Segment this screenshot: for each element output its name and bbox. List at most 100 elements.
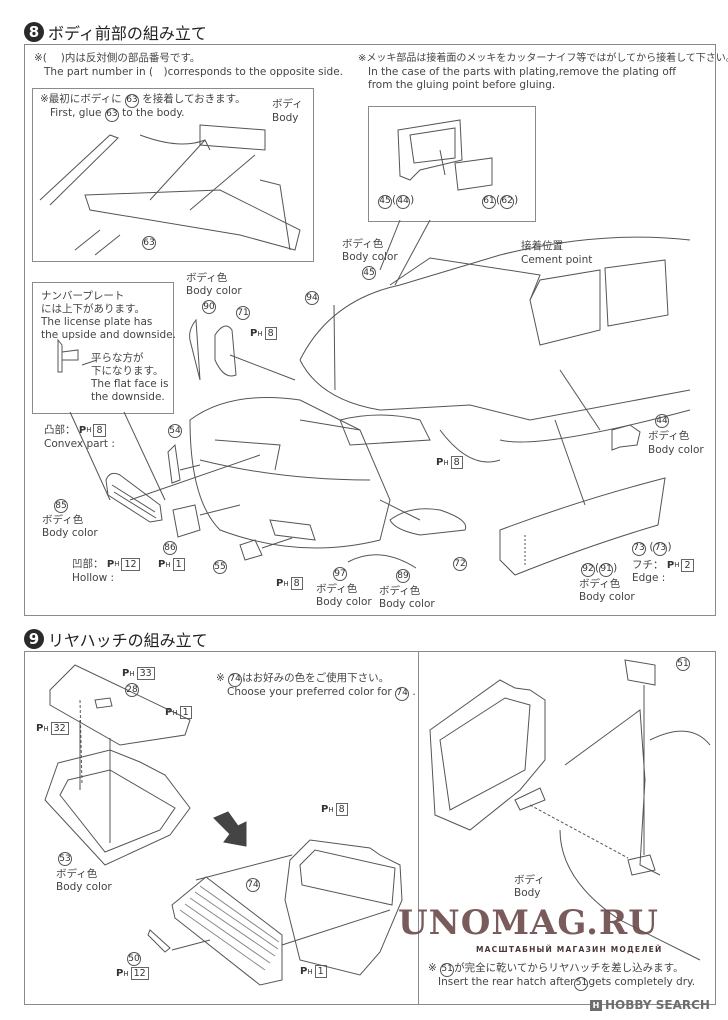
paint-prefix: P (106, 559, 115, 570)
paint-prefix: P (276, 578, 284, 589)
insert-en-prefix: Insert the rear hatch after (438, 976, 575, 988)
body-color-90-jp: ボディ色 (186, 272, 228, 284)
part-number: 51 (440, 962, 455, 977)
part-85: 85 (54, 499, 68, 513)
mirror-part-45: 45(44) (378, 194, 414, 209)
paint-sub: H (674, 561, 680, 569)
plating-note-en-1: In the case of the parts with plating,re… (368, 66, 676, 78)
cement-point-en: Cement point (521, 254, 593, 266)
paint-prefix: P (436, 457, 444, 468)
body-color-89-jp: ボディ色 (379, 585, 421, 597)
flat-jp-1: 平らな方が (91, 352, 144, 364)
body-color-97-en: Body color (316, 596, 372, 608)
opposite-note-jp: ※( )内は反対側の部品番号です。 (34, 52, 201, 64)
paint-code: 12 (130, 967, 149, 980)
paint-code: 1 (179, 706, 192, 719)
paint-sub: H (86, 426, 92, 434)
paint-code: 8 (290, 577, 303, 590)
part-63-label: 63 (142, 236, 156, 250)
convex-en: Convex part : (44, 438, 115, 450)
step-title: リヤハッチの組み立て (48, 631, 208, 650)
paint-prefix: P (666, 560, 675, 571)
part-55: 55 (213, 560, 227, 574)
paint-code: 8 (264, 327, 277, 340)
edge-en: Edge : (632, 572, 666, 584)
paint-prefix: P (165, 707, 173, 718)
paint-sub: H (114, 560, 120, 568)
license-plate-note (32, 282, 174, 414)
hollow-en: Hollow : (72, 572, 115, 584)
hobby-search-text: HOBBY SEARCH (605, 998, 710, 1012)
part-50: 50 (127, 952, 141, 966)
license-en-2: the upside and downside. (41, 329, 177, 341)
part-number: 51 (574, 976, 589, 991)
part-number: 91 (599, 562, 614, 577)
step-title: ボディ前部の組み立て (48, 24, 207, 43)
paint-prefix: P (122, 668, 130, 679)
step-number-badge: 9 (24, 629, 44, 649)
cement-point-jp: 接着位置 (521, 240, 563, 252)
paint-code: 2 (681, 559, 694, 572)
hobby-search-credit: H HOBBY SEARCH (590, 998, 710, 1012)
paint-code: 12 (121, 558, 140, 571)
part-51: 51 (676, 657, 690, 671)
flat-en-2: the downside. (91, 391, 165, 403)
glue-jp-prefix: ※最初にボディに (40, 93, 122, 105)
body-label-jp: ボディ (514, 874, 545, 886)
opposite-note-en: The part number in ( )corresponds to the… (44, 66, 343, 78)
glue-en-suffix: to the body. (122, 107, 185, 119)
paint-sub: H (328, 805, 334, 814)
part-number: 62 (500, 194, 515, 209)
paint-prefix: P (116, 968, 124, 979)
part-90: 90 (202, 300, 216, 314)
part-89: 89 (396, 569, 410, 583)
color-note-jp-text: はお好みの色をご使用下さい。 (242, 672, 390, 684)
part-number: 61 (482, 194, 496, 209)
part-94: 94 (305, 291, 319, 305)
paint-prefix: P (78, 425, 87, 436)
part-number: 73 (653, 541, 668, 556)
insert-note-en: Insert the rear hatch after51gets comple… (438, 976, 695, 991)
color-note-en: Choose your preferred color for 74 . (227, 686, 416, 701)
step-number-badge: 8 (24, 22, 44, 42)
paint-code: 33 (136, 667, 155, 680)
paint-prefix: P (158, 559, 166, 570)
paint-sub: H (43, 724, 49, 733)
body-color-97-jp: ボディ色 (316, 583, 358, 595)
glue-63-en: First, glue 63 to the body. (50, 107, 184, 122)
glue-63-jp: ※最初にボディに 63 を接着しておきます。 (40, 93, 246, 108)
hobby-search-logo-icon: H (590, 999, 602, 1011)
insert-en-suffix: gets completely dry. (588, 976, 696, 988)
flat-en-1: The flat face is (91, 378, 169, 390)
body-color-44-jp: ボディ色 (648, 430, 690, 442)
paint-code: 1 (314, 965, 327, 978)
watermark-tagline: МАСШТАБНЫЙ МАГАЗИН МОДЕЛЕЙ (476, 945, 663, 954)
part-number: 74 (228, 672, 243, 687)
watermark-logo: UNOMAG.RU (398, 903, 659, 943)
body-color-92-en: Body color (579, 591, 635, 603)
paint-code: 1 (172, 558, 185, 571)
plating-note-jp: ※メッキ部品は接着面のメッキをカッターナイフ等ではがしてから接着して下さい。 (358, 53, 728, 64)
mirror-part-61: 61(62) (482, 194, 518, 209)
paint-prefix: P (300, 966, 308, 977)
part-71: 71 (236, 306, 250, 320)
step-9-heading: 9 リヤハッチの組み立て (24, 627, 208, 651)
body-color-89-en: Body color (379, 598, 435, 610)
insert-jp-text: が完全に乾いてからリヤハッチを差し込みます。 (454, 962, 684, 974)
convex-jp: 凸部： (44, 424, 76, 436)
paint-sub: H (123, 969, 129, 978)
part-number: 44 (396, 194, 411, 209)
part-86: 86 (163, 541, 177, 555)
body-color-85-jp: ボディ色 (42, 514, 84, 526)
